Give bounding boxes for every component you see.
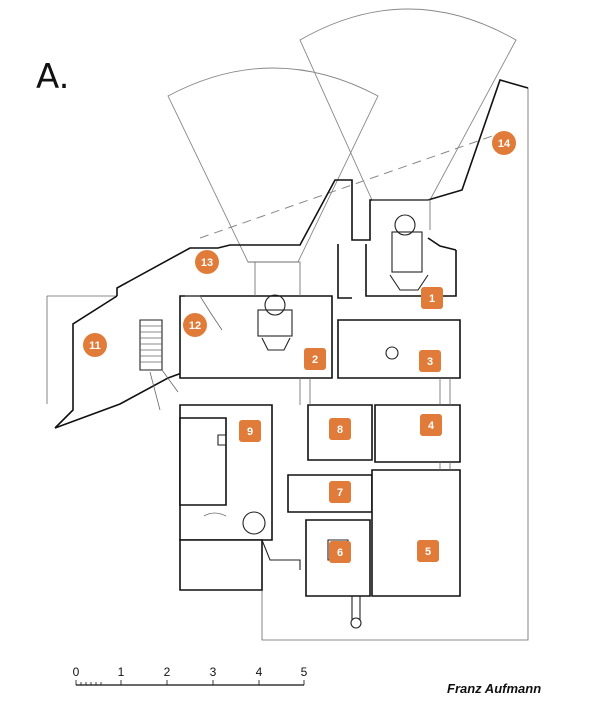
room-1-label: 1 [429, 293, 435, 305]
scale-bar: 0 1 2 3 4 5 [73, 665, 308, 686]
room-13-label: 13 [201, 257, 213, 269]
room-5-label: 5 [425, 546, 431, 558]
scale-tick-5: 5 [301, 665, 308, 679]
turret-right [372, 199, 431, 291]
entrance-stair [139, 319, 179, 411]
room-11-label: 11 [89, 340, 101, 352]
scale-tick-1: 1 [118, 665, 125, 679]
figure-label: A. [36, 57, 69, 97]
bunker-outline [54, 79, 529, 429]
scale-tick-2: 2 [164, 665, 171, 679]
room-8-label: 8 [337, 424, 343, 436]
room-6-label: 6 [337, 547, 343, 559]
room-9-label: 9 [247, 426, 253, 438]
interior-rooms [179, 295, 461, 597]
fields-of-fire [167, 8, 517, 263]
turret-left [248, 261, 301, 351]
room-4-label: 4 [428, 420, 435, 432]
room-14-label: 14 [498, 138, 511, 150]
scale-tick-0: 0 [73, 665, 80, 679]
room-badges: 1 2 3 4 5 6 7 8 9 11 12 13 14 [83, 131, 516, 563]
room-12-label: 12 [189, 320, 201, 332]
room-2-label: 2 [312, 354, 318, 366]
scale-tick-3: 3 [210, 665, 217, 679]
room-7-label: 7 [337, 487, 343, 499]
scale-tick-4: 4 [256, 665, 263, 679]
credit-text: Franz Aufmann [447, 681, 541, 696]
room-3-label: 3 [427, 356, 433, 368]
